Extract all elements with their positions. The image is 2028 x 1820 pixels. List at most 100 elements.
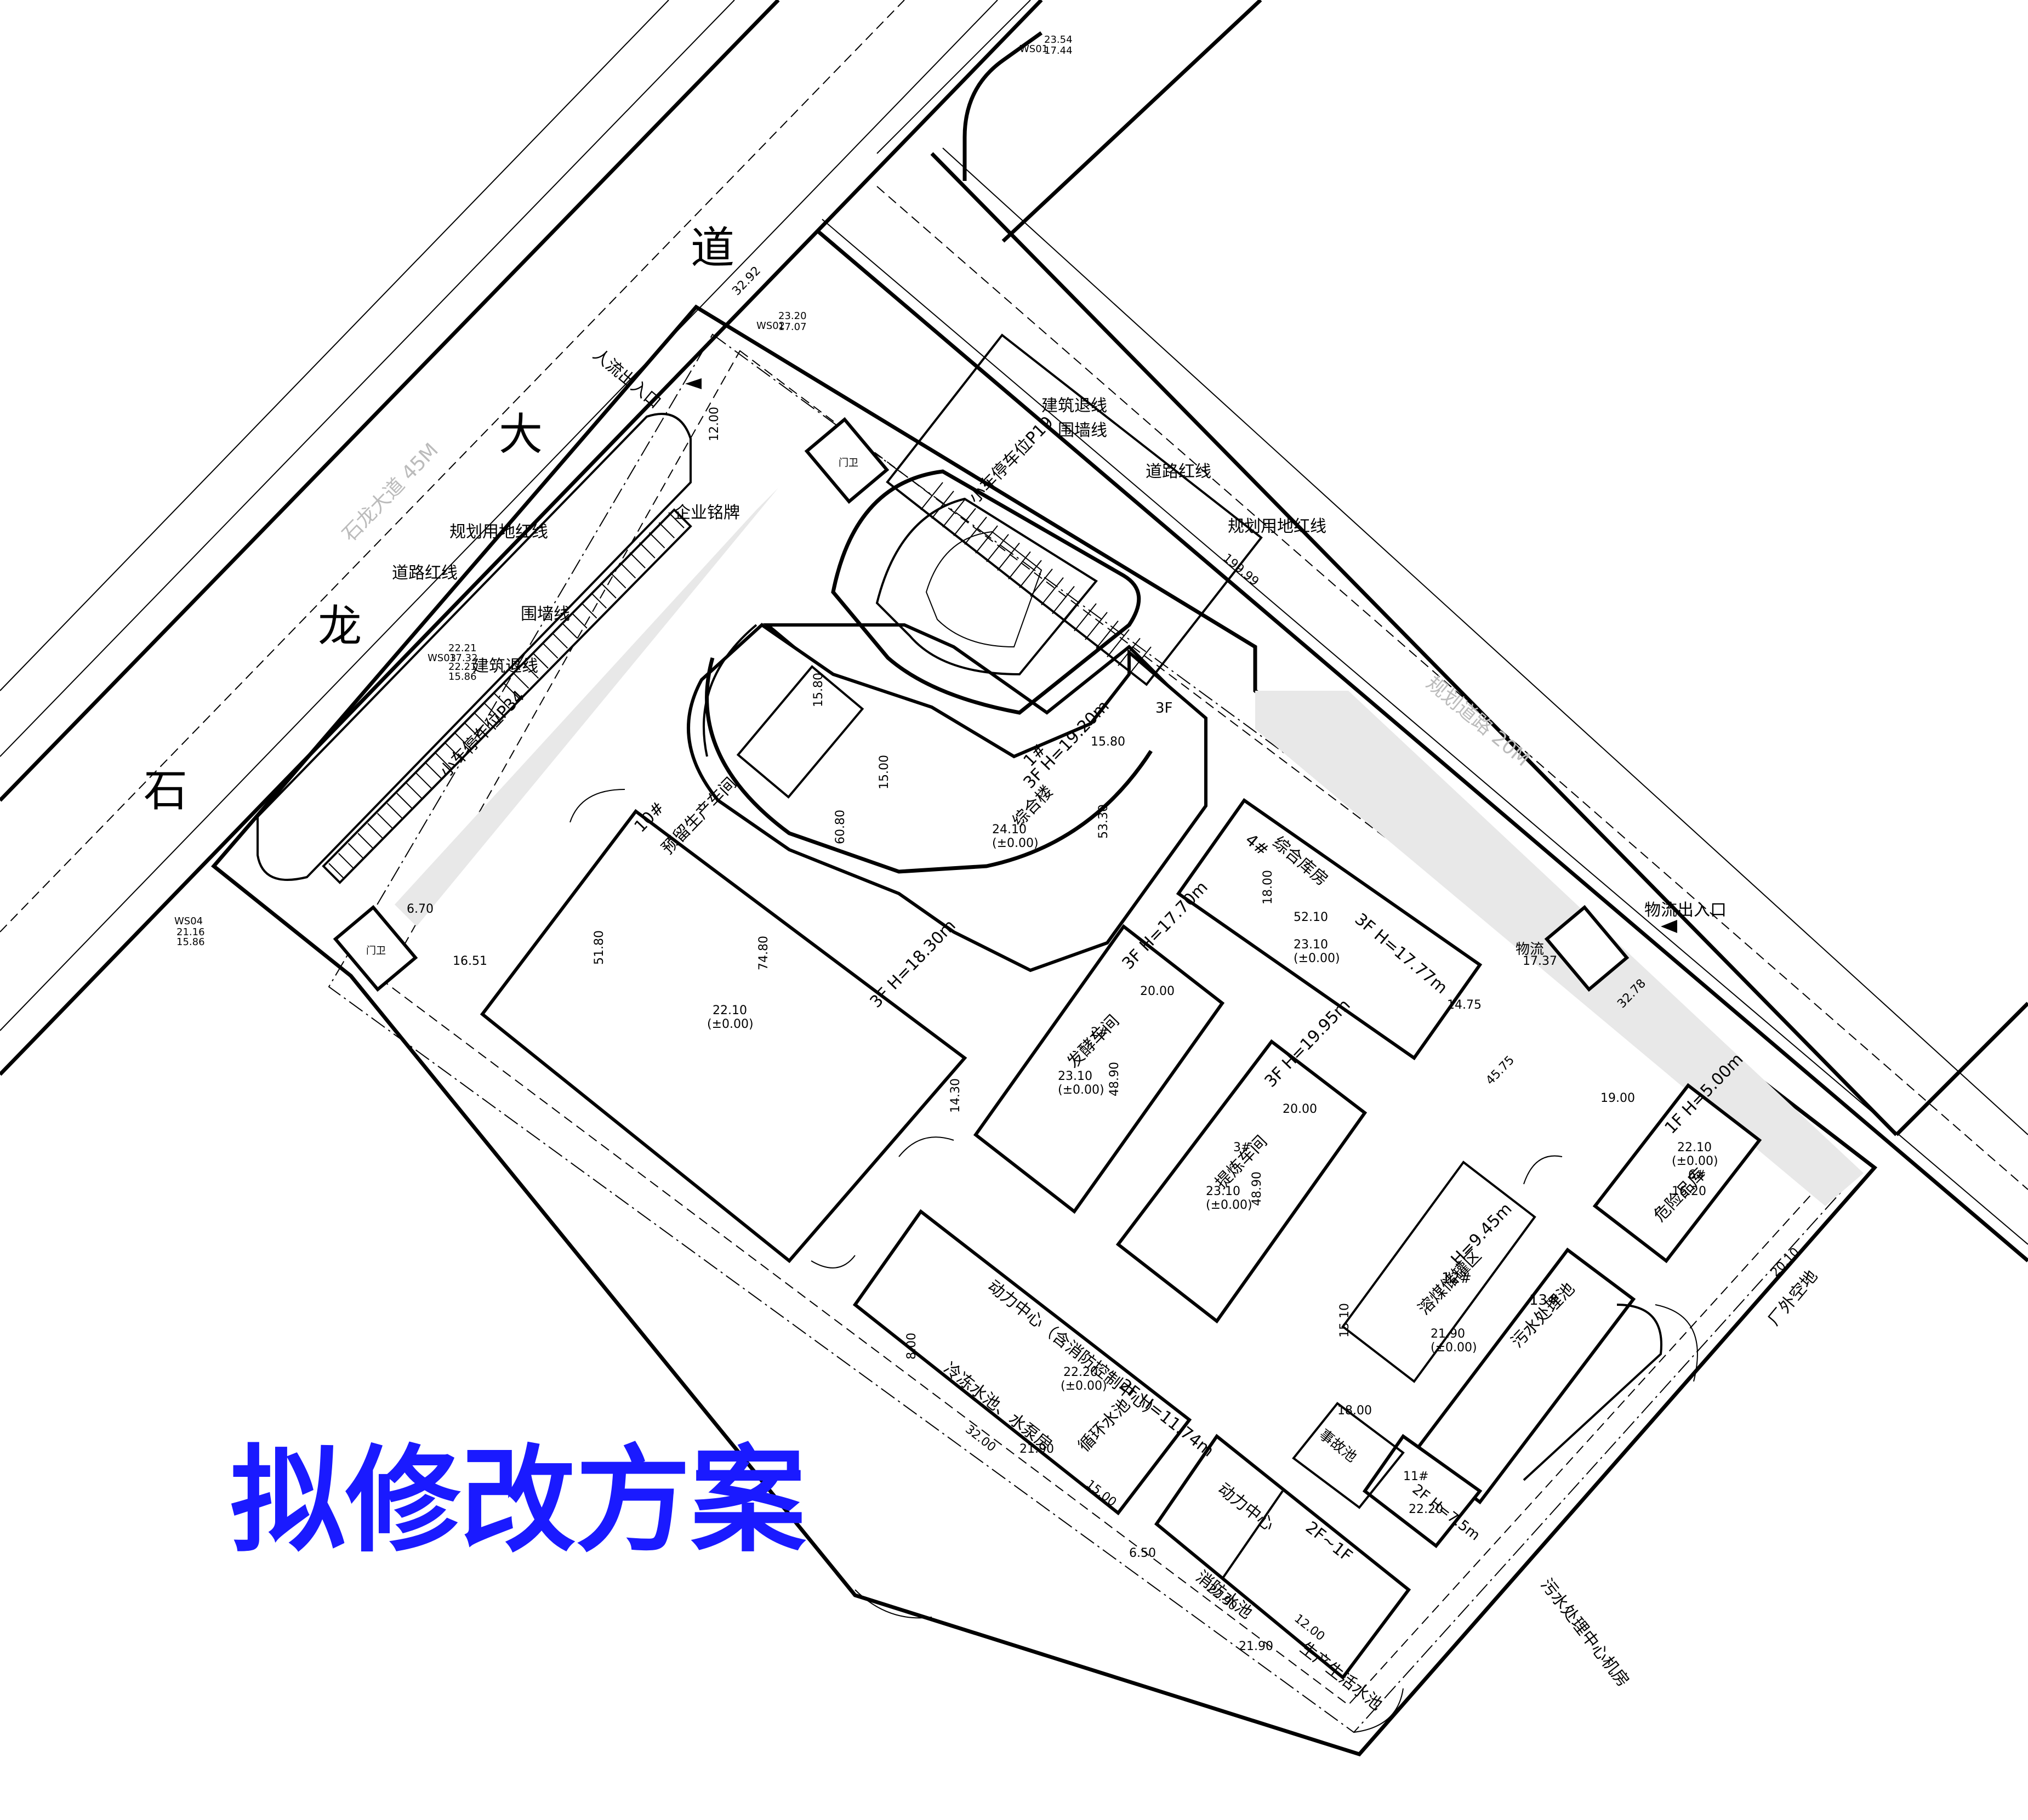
svg-text:16.20: 16.20 <box>1672 1185 1706 1198</box>
building-2 <box>973 924 1225 1214</box>
label-setback-west: 建筑退线 <box>472 657 538 676</box>
svg-text:15.86: 15.86 <box>176 936 205 948</box>
parking-stripe <box>997 542 1020 571</box>
guard-house-east <box>1544 905 1630 992</box>
svg-text:17.44: 17.44 <box>1044 45 1073 56</box>
label-road-red-line-ne: 道路红线 <box>1146 462 1211 481</box>
svg-text:22.21: 22.21 <box>448 642 477 654</box>
svg-text:48.90: 48.90 <box>1108 1062 1121 1096</box>
svg-text:21.90: 21.90 <box>1019 1442 1054 1456</box>
svg-text:(±0.00): (±0.00) <box>707 1017 754 1031</box>
survey-ws04: WS04 21.16 15.86 <box>174 915 205 948</box>
parking-stripe <box>551 632 568 649</box>
label-guard-west: 门卫 <box>366 945 386 957</box>
guard-house-north <box>804 417 890 504</box>
svg-text:16.51: 16.51 <box>453 954 487 968</box>
side-road-label: 规划道路 20M <box>1422 672 1534 771</box>
logistics-arrow-icon <box>1661 920 1677 933</box>
building-6 <box>1592 1083 1762 1264</box>
parking-stripe <box>1096 621 1119 649</box>
svg-text:15.80: 15.80 <box>1091 735 1125 749</box>
svg-text:3F: 3F <box>1155 700 1173 716</box>
parking-stripe <box>435 753 452 769</box>
svg-text:WS03: WS03 <box>428 652 456 664</box>
svg-text:23.20: 23.20 <box>778 310 807 322</box>
svg-text:11#: 11# <box>1403 1470 1428 1483</box>
svg-text:17.37: 17.37 <box>1523 954 1557 968</box>
parking-stripe <box>1008 551 1031 579</box>
svg-text:20.10: 20.10 <box>1768 1245 1802 1279</box>
accident-pond <box>1292 1402 1405 1509</box>
label-road-red-line-west: 道路红线 <box>392 564 458 583</box>
parking-stripe <box>425 763 442 779</box>
svg-text:15.00: 15.00 <box>878 755 891 789</box>
side-road <box>815 147 2028 1262</box>
parking-stripe <box>658 522 675 538</box>
parking-stripe <box>561 622 578 639</box>
parking-stripe <box>328 863 345 879</box>
parking-stripe <box>571 612 588 629</box>
svg-text:20.00: 20.00 <box>1283 1102 1317 1116</box>
svg-text:52.10: 52.10 <box>1294 911 1328 924</box>
parking-stripe <box>1019 560 1042 588</box>
label-logistics-entrance: 物流出入口 <box>1644 901 1727 920</box>
svg-text:18.00: 18.00 <box>1337 1404 1372 1418</box>
svg-text:20.00: 20.00 <box>1140 985 1175 998</box>
svg-text:51.80: 51.80 <box>593 930 606 965</box>
road-char-4: 道 <box>691 223 734 274</box>
parking-stripe <box>512 672 529 689</box>
svg-text:23.10: 23.10 <box>1058 1070 1092 1083</box>
parking-stripe <box>1085 612 1108 640</box>
parking-stripe <box>1129 646 1152 675</box>
parking-stripe <box>464 723 481 739</box>
building-13 <box>1411 1247 1662 1505</box>
internal-roads <box>569 789 1698 1733</box>
svg-text:12#: 12# <box>1442 1270 1472 1287</box>
parking-stripe <box>1107 629 1130 658</box>
parking-stripe <box>648 532 665 549</box>
svg-text:6.70: 6.70 <box>407 902 434 916</box>
parking-stripe <box>542 642 559 659</box>
svg-text:53.30: 53.30 <box>1097 804 1110 839</box>
svg-text:21.16: 21.16 <box>176 926 205 938</box>
label-enterprise-sign: 企业铭牌 <box>674 503 740 522</box>
svg-text:32.00: 32.00 <box>962 1423 998 1454</box>
page-title: 拟修改方案 <box>230 1434 806 1568</box>
svg-text:8.00: 8.00 <box>905 1333 919 1360</box>
green-strip-west <box>395 488 778 926</box>
parking-stripe <box>338 853 355 869</box>
svg-text:17.32: 17.32 <box>449 652 478 664</box>
svg-text:22.10: 22.10 <box>1677 1141 1712 1154</box>
parking-stripe <box>600 582 617 599</box>
svg-text:(±0.00): (±0.00) <box>1672 1154 1718 1168</box>
parking-stripe <box>532 652 549 669</box>
label-accident-pond: 事故池 <box>1316 1426 1360 1466</box>
svg-text:22.21: 22.21 <box>448 661 477 673</box>
parking-stripe <box>953 508 976 536</box>
parking-stripe <box>1041 577 1064 606</box>
label-parking-p19: 小车停车位P19 <box>965 413 1057 508</box>
parking-stripe <box>454 732 471 749</box>
svg-text:预留生产车间: 预留生产车间 <box>658 774 740 858</box>
svg-text:3F H=18.30m: 3F H=18.30m <box>867 916 960 1011</box>
building-12-labels: H=9.45m 12# 溶煤储罐区 21.90 (±0.00) <box>1415 1199 1516 1355</box>
svg-text:(±0.00): (±0.00) <box>1061 1379 1107 1393</box>
parking-stripe <box>619 562 636 579</box>
parking-stripe <box>367 823 384 839</box>
parking-p19 <box>831 333 1263 715</box>
svg-text:(±0.00): (±0.00) <box>1294 952 1340 965</box>
building-3 <box>1115 1039 1368 1324</box>
parking-stripe <box>986 534 1009 562</box>
label-land-red-line-west: 规划用地红线 <box>449 522 548 542</box>
parking-stripe <box>357 833 374 849</box>
svg-text:6.50: 6.50 <box>1129 1546 1156 1560</box>
svg-text:19.00: 19.00 <box>1600 1091 1635 1105</box>
svg-text:74.80: 74.80 <box>757 936 771 970</box>
parking-stripe <box>474 713 491 729</box>
parking-stripe <box>522 662 539 679</box>
svg-text:12.00: 12.00 <box>708 407 721 441</box>
svg-text:23.10: 23.10 <box>1206 1185 1240 1198</box>
parking-stripe <box>1063 594 1086 623</box>
road-char-1: 石 <box>144 765 187 816</box>
svg-text:45.75: 45.75 <box>1483 1053 1517 1088</box>
